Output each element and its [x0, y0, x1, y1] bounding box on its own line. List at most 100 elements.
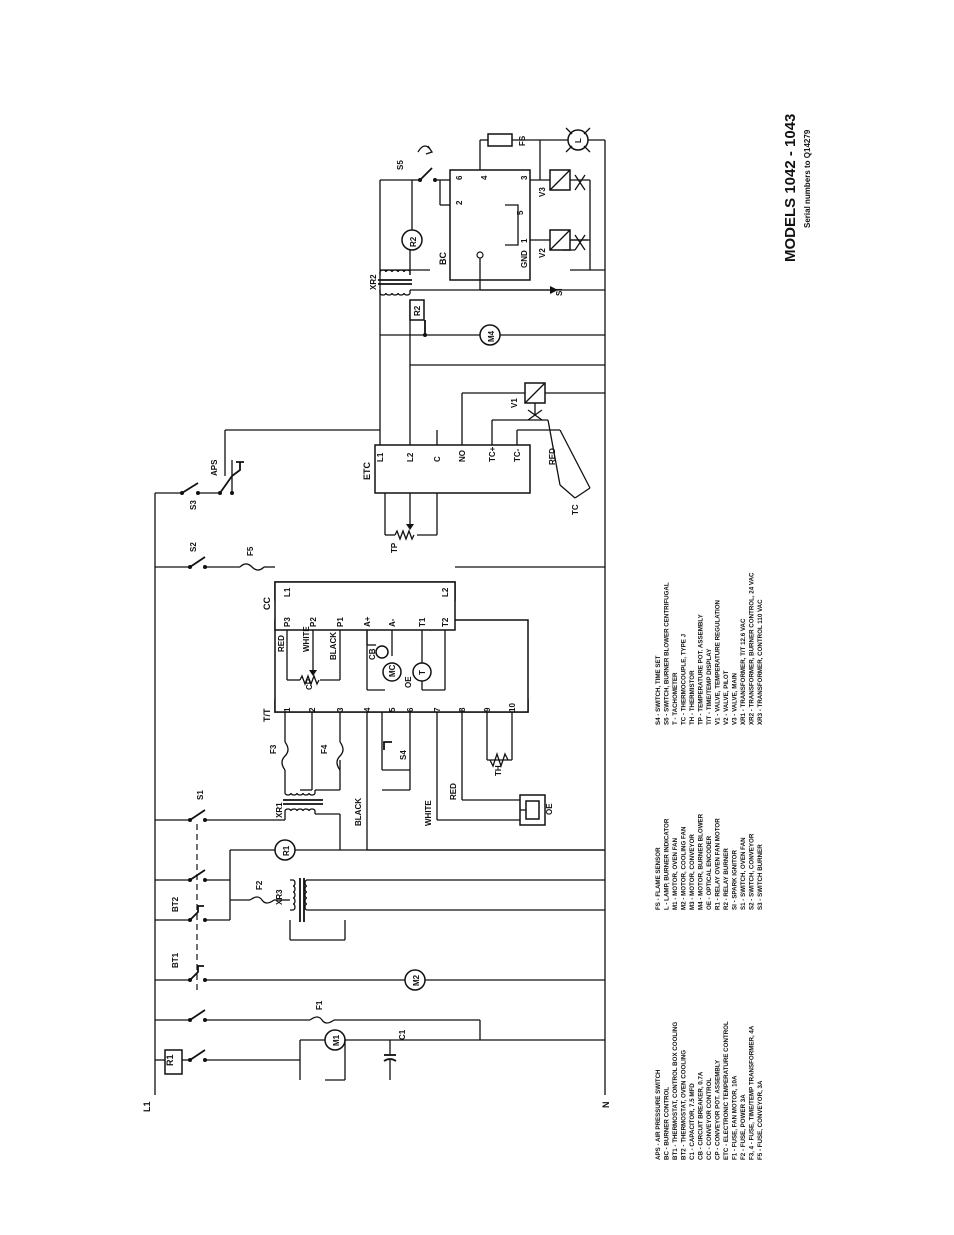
f4-label: F4 [320, 744, 329, 754]
s1-oven-fan-switch-rung [155, 809, 285, 822]
v3-label: V3 [538, 187, 547, 197]
legend-entry: L - LAMP, BURNER INDICATOR [664, 818, 671, 910]
th-label: TH [494, 765, 503, 776]
xr3-label: XR3 [275, 889, 284, 905]
legend-entry: R2 - RELAY BURNER [723, 848, 730, 910]
legend-entry: S1 - SWITCH, OVEN FAN [740, 837, 747, 910]
cc-terminal-8: L2 [441, 587, 450, 597]
legend-entry: S3 - SWITCH BURNER [757, 844, 764, 910]
m1-oven-fan-motor [300, 1029, 346, 1081]
legend-entry: S4 - SWITCH, TIME SET [655, 655, 662, 725]
oe-red-label: RED [449, 783, 458, 800]
bt1-label: BT1 [171, 952, 180, 968]
v2-label: V2 [538, 248, 547, 258]
legend-entry: M4 - MOTOR, BURNER BLOWER [698, 813, 705, 910]
m2-label: M2 [412, 974, 421, 986]
bc-terminal-2: 4 [480, 175, 489, 180]
tt-terminal-4: 4 [363, 707, 372, 712]
legend-entry: T/T - TIME/TEMP DISPLAY [706, 648, 713, 725]
f2-label: F2 [255, 880, 264, 890]
cp-red-label: RED [277, 635, 286, 652]
tt-terminal-7: 7 [433, 707, 442, 712]
legend-entry: S2 - SWITCH, CONVEYOR [749, 833, 756, 910]
xr1-transformer [283, 760, 341, 850]
tt-input-wiring [366, 712, 605, 851]
legend-entry: C1 - CAPACITOR, 7.5 MFD [689, 1083, 696, 1160]
legend-entry: TH - THERMISTOR [689, 670, 696, 725]
tt-label: T/T [262, 708, 272, 722]
tt-terminal-9: 9 [483, 707, 492, 712]
xr3-transformer [289, 878, 605, 941]
s2-label: S2 [189, 542, 198, 552]
legend-entry: XR1 - TRANSFORMER, T/T 12.6 VAC [740, 618, 747, 725]
bc-label: BC [438, 252, 448, 265]
legend-entry: S5 - SWITCH, BURNER BLOWER CENTRIFUGAL [664, 582, 671, 725]
bc-terminal-4: 5 [516, 210, 525, 215]
legend-entry: F5 - FUSE, CONVEYOR, 3A [757, 1080, 764, 1160]
oe-block-label: OE [545, 803, 554, 815]
f3-f4-fuses [281, 712, 344, 771]
bc-terminal-5: 1 [520, 238, 529, 243]
legend-entry: CB - CIRCUIT BREAKER, 0.7A [698, 1071, 705, 1160]
legend-entry: CC - CONVEYOR CONTROL [706, 1078, 713, 1160]
legend-entry: BC - BURNER CONTROL [664, 1087, 671, 1160]
conveyor-motor-assembly [366, 630, 446, 691]
legend-entry: FS - FLAME SENSOR [655, 847, 662, 910]
tt-terminal-3: 3 [336, 707, 345, 712]
l1-label: L1 [142, 1101, 152, 1112]
tt-time-temp-display [274, 619, 529, 713]
cb-label: CB [368, 648, 377, 660]
s4-label: S4 [399, 750, 408, 760]
c1-label: C1 [398, 1029, 407, 1040]
s2-conveyor-switch-rung [155, 556, 605, 571]
etc-terminal-5: TC- [513, 448, 522, 462]
etc-terminal-4: TC+ [488, 446, 497, 462]
legend-entry: TP - TEMPERATURE POT. ASSEMBLY [698, 613, 705, 725]
legend-entry: M3 - MOTOR, CONVEYOR [689, 834, 696, 910]
tt-terminal-5: 5 [388, 707, 397, 712]
cp-label: CP [305, 678, 314, 690]
legend-entry: BT1 - THERMOSTAT, CONTROL BOX COOLING [672, 1022, 679, 1160]
bc-terminal-3: 3 [520, 175, 529, 180]
m1-label: M1 [332, 1034, 341, 1046]
t-tach-label: T [418, 670, 427, 675]
f3-label: F3 [269, 744, 278, 754]
xr1-white-label: WHITE [424, 800, 433, 826]
r1-contact-rung [155, 1039, 605, 1080]
bc-terminal-1: 6 [455, 175, 464, 180]
cc-terminal-5: A- [388, 618, 397, 627]
cc-terminal-4: A+ [363, 616, 372, 627]
cc-label: CC [262, 597, 272, 610]
r2-relay-coil [380, 179, 423, 251]
legend-entry: XR2 - TRANSFORMER, BURNER CONTROL, 24 VA… [749, 572, 756, 725]
legend-entry: XR3 - TRANSFORMER, CONTROL 110 VAC [757, 599, 764, 725]
bc-terminal-0: 2 [455, 200, 464, 205]
bc-terminal-6: GND [520, 250, 529, 268]
legend-entry: V1 - VALVE, TEMPERATURE REGULATION [715, 599, 722, 725]
r1-coil-label: R1 [282, 845, 291, 856]
r1-contact-label: R1 [165, 1054, 175, 1066]
tc-thermocouple [492, 419, 591, 499]
aps-label: APS [210, 459, 219, 476]
xr1-label: XR1 [275, 802, 284, 818]
f1-label: F1 [315, 1000, 324, 1010]
tt-terminal-6: 6 [406, 707, 415, 712]
tt-terminal-8: 8 [458, 707, 467, 712]
bt1-thermostat-rung [155, 965, 605, 991]
cc-terminal-0: L1 [283, 587, 292, 597]
bt2-label: BT2 [171, 896, 180, 912]
etc-label: ETC [362, 461, 372, 480]
serial-subtitle: Serial numbers to Q14279 [803, 129, 812, 228]
tt-terminal-1: 1 [283, 707, 292, 712]
etc-terminal-3: NO [458, 450, 467, 462]
tc-red-label: RED [548, 448, 557, 465]
cc-conveyor-control [274, 581, 456, 631]
cp-white-label: WHITE [302, 626, 311, 652]
